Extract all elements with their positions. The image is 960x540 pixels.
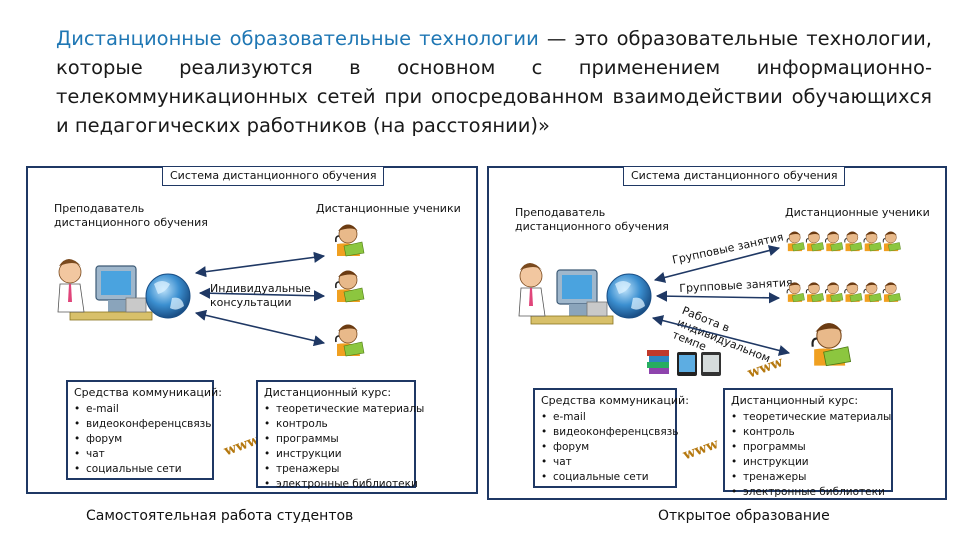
right-system-title: Система дистанционного обучения <box>623 166 846 186</box>
course-item: тренажеры <box>264 462 408 477</box>
student-icon-1 <box>334 223 365 257</box>
student-group-1 <box>786 231 902 252</box>
definition-term: Дистанционные образовательные технологии <box>56 27 539 50</box>
course-item: инструкции <box>264 447 408 462</box>
communication-item: видеоконференцсвязь <box>74 417 211 432</box>
globe-icon <box>145 273 191 319</box>
course-item: электронные библиотеки <box>264 477 418 492</box>
communication-item: e-mail <box>541 410 669 425</box>
books-icon <box>647 350 669 374</box>
ereader-icon <box>701 352 721 376</box>
right-students-label: Дистанционные ученики <box>785 206 930 219</box>
left-caption: Самостоятельная работа студентов <box>86 508 354 524</box>
right-teacher-label: Преподаватель дистанционного обучения <box>515 206 669 233</box>
right-course-box: Дистанционный курс: теоретические матери… <box>723 388 893 498</box>
course-title: Дистанционный курс: <box>731 394 859 407</box>
arrow-group-2 <box>655 290 781 304</box>
communication-item: форум <box>74 432 206 447</box>
communication-item: социальные сети <box>74 462 206 477</box>
left-course-box: Дистанционный курс: теоретические матери… <box>256 380 424 490</box>
course-item: теоретические материалы <box>264 402 424 417</box>
left-students-label: Дистанционные ученики <box>316 202 461 215</box>
tablet-icon <box>677 352 697 376</box>
left-diagram-panel: Система дистанционного обучения Преподав… <box>26 166 478 494</box>
course-item: электронные библиотеки <box>731 485 885 500</box>
course-item: тренажеры <box>731 470 885 485</box>
teacher-icon <box>518 263 614 325</box>
arrow-group-1 <box>653 245 781 283</box>
right-caption: Открытое образование <box>658 508 830 524</box>
left-communication-box: Средства коммуникаций: e-mail видеоконфе… <box>66 380 222 480</box>
course-item: теоретические материалы <box>731 410 891 425</box>
left-www-icon: www <box>221 432 262 460</box>
arrow-to-student-1 <box>194 251 326 278</box>
definition-body: — это образовательные технологии, которы… <box>56 27 932 137</box>
teacher-icon <box>57 259 153 321</box>
communication-item: e-mail <box>74 402 206 417</box>
course-item: программы <box>264 432 408 447</box>
communication-title: Средства коммуникаций: <box>541 394 689 407</box>
course-title: Дистанционный курс: <box>264 386 392 399</box>
course-item: инструкции <box>731 455 885 470</box>
arrow-to-student-3 <box>194 309 326 347</box>
course-item: программы <box>731 440 885 455</box>
course-item: контроль <box>264 417 408 432</box>
right-www-icon: www <box>680 436 721 464</box>
communication-item: форум <box>541 440 669 455</box>
communication-item: видеоконференцсвязь <box>541 425 678 440</box>
student-icon-3 <box>334 323 365 357</box>
communication-item: чат <box>541 455 669 470</box>
right-www-text-1: www <box>745 354 786 382</box>
course-item: контроль <box>731 425 885 440</box>
left-teacher-label: Преподаватель дистанционного обучения <box>54 202 208 229</box>
right-diagram-panel: Система дистанционного обучения Преподав… <box>487 166 947 500</box>
arrow-to-student-2 <box>198 287 326 302</box>
communication-item: социальные сети <box>541 470 669 485</box>
communication-title: Средства коммуникаций: <box>74 386 222 399</box>
right-diagram-art: www <box>518 231 902 382</box>
right-communication-box: Средства коммуникаций: e-mail видеоконфе… <box>533 388 689 488</box>
student-icon-2 <box>334 269 365 303</box>
definition-text: Дистанционные образовательные технологии… <box>56 24 932 140</box>
left-diagram-art <box>57 223 365 357</box>
communication-item: чат <box>74 447 206 462</box>
arrow-individual <box>651 315 791 356</box>
student-group-2 <box>786 281 902 303</box>
globe-icon <box>606 273 652 319</box>
right-www-text-2: www <box>680 436 721 464</box>
individual-student-icon <box>811 321 852 367</box>
left-system-title: Система дистанционного обучения <box>162 166 385 186</box>
